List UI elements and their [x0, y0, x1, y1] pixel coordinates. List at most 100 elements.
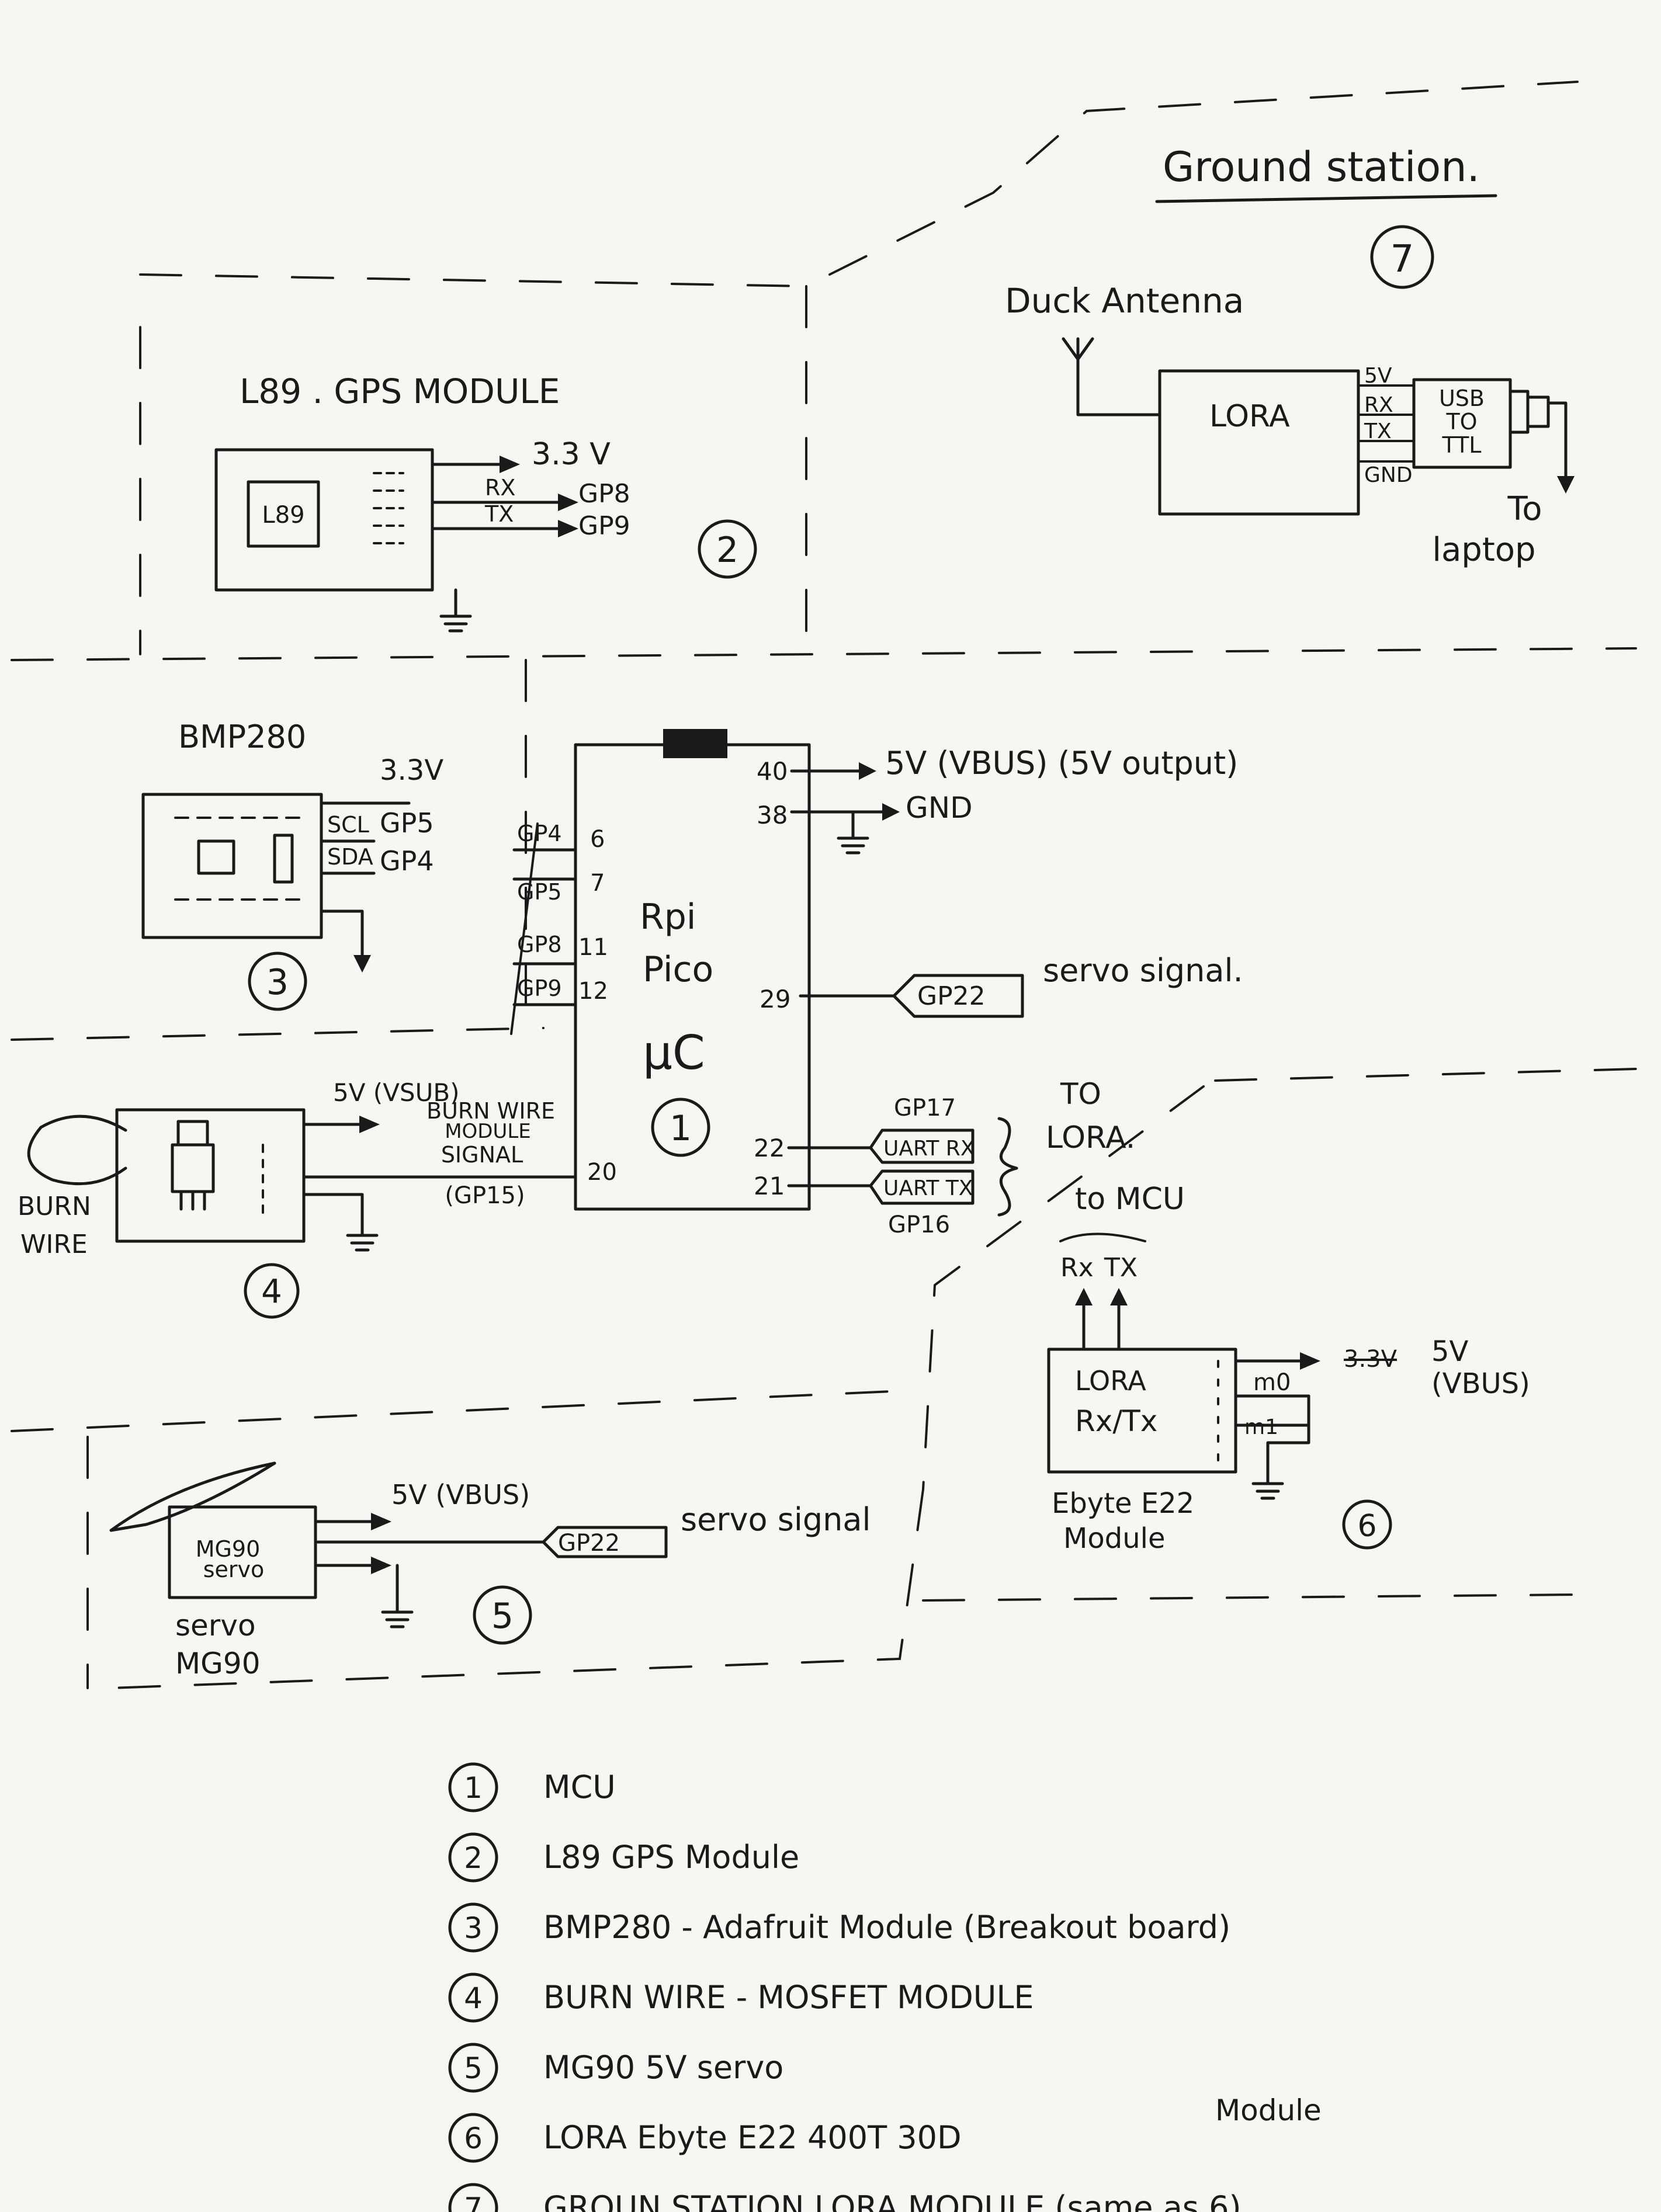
bmp-sda-pin: GP4: [380, 845, 434, 877]
number-circle-3: [248, 952, 307, 1011]
usb-label-2: TO: [1445, 409, 1477, 435]
legend-text-3: BMP280 - Adafruit Module (Breakout board…: [543, 1909, 1230, 1946]
servo-gp22-tag: [542, 1526, 668, 1558]
gps-vcc-label: 3.3 V: [532, 437, 611, 472]
bmp-scl-label: SCL: [327, 812, 369, 838]
gps-header-pins: [373, 472, 404, 544]
burn-signal-pin: (GP15): [445, 1182, 525, 1209]
legend-text-4: BURN WIRE - MOSFET MODULE: [543, 1979, 1034, 2016]
gnd-arrow: [882, 803, 900, 821]
mosfet-body-icon: [171, 1143, 215, 1193]
servo-ground-arrow: [371, 1557, 391, 1574]
mosfet-legs-icon: [179, 1190, 206, 1211]
legend-text-6: LORA Ebyte E22 400T 30D: [543, 2119, 962, 2156]
lora-vbus-label-1: 5V: [1431, 1335, 1469, 1368]
legend-text-5: MG90 5V servo: [543, 2049, 783, 2086]
pico-pin-gp5: GP5: [517, 879, 562, 905]
bmp-sensor-icon: [197, 839, 235, 875]
ground-station-title: Ground station.: [1163, 143, 1480, 191]
l89-chip: [247, 480, 320, 548]
servo-gp22-label: GP22: [558, 1530, 620, 1557]
lora-vbus-arrow: [1300, 1352, 1320, 1370]
legend-number-1: 1: [464, 1771, 483, 1805]
servo-power-label: 5V (VBUS): [391, 1479, 530, 1510]
legend-number-circle-2: [448, 1832, 498, 1883]
servo-ground-icon: [314, 1564, 414, 1628]
lora-struck-label: 3.3V: [1344, 1346, 1398, 1373]
pico-pin-21: 21: [754, 1172, 785, 1200]
gps-ground-icon: [439, 588, 472, 633]
lora-section-top-border: [1214, 1068, 1637, 1082]
burn-power-arrow: [359, 1116, 380, 1133]
burn-board: [115, 1108, 306, 1243]
pico-pin-20: 20: [587, 1159, 617, 1186]
servo-name-2: MG90: [175, 1647, 261, 1680]
pico-pin-22: 22: [754, 1134, 785, 1162]
servo-body-label-1: MG90: [196, 1536, 261, 1562]
pico-label-uc: μC: [643, 1026, 705, 1080]
number-circle-5: [473, 1585, 532, 1645]
vbus-label: 5V (VBUS) (5V output): [885, 745, 1238, 782]
gp17-label: GP17: [894, 1095, 956, 1121]
to-mcu-brace: [1059, 1232, 1146, 1242]
legend-number-4: 4: [464, 1981, 483, 2015]
bmp-title: BMP280: [178, 718, 306, 755]
legend-number-2: 2: [464, 1841, 483, 1875]
bmp-scl-pin: GP5: [380, 807, 434, 839]
lora-tx-label: TX: [1104, 1253, 1138, 1283]
gp22-tag-label: GP22: [917, 981, 986, 1011]
number-label-7: 7: [1390, 238, 1414, 281]
antenna-label: Duck Antenna: [1005, 281, 1244, 321]
pico-pin-29: 29: [760, 985, 790, 1013]
number-label-4: 4: [261, 1273, 282, 1311]
bmp-ground-wire: [320, 909, 364, 960]
pico-pin-38: 38: [757, 801, 788, 829]
bmp-sda-label: SDA: [327, 844, 373, 870]
number-label-1: 1: [670, 1108, 692, 1149]
ground-pin-rx: RX: [1364, 393, 1393, 417]
gp16-label: GP16: [888, 1211, 950, 1238]
legend-number-circle-3: [448, 1902, 498, 1953]
number-circle-2: [698, 519, 757, 579]
to-lora-label-2: LORA.: [1046, 1120, 1135, 1155]
uart-tx-tag: [869, 1169, 975, 1205]
bmp-pin-header: [273, 834, 294, 884]
burn-wire-label-1: BURN: [18, 1192, 91, 1221]
bmp-board: [141, 793, 323, 939]
gps-rx-pin: GP8: [578, 479, 630, 509]
servo-signal-text: servo signal: [681, 1501, 871, 1538]
uart-rx-label: UART RX: [883, 1137, 975, 1161]
ground-lora-label: LORA: [1209, 399, 1290, 434]
pico-ground-icon: [837, 810, 869, 855]
to-lora-brace: [997, 1117, 1018, 1217]
legend-text-7: GROUN STATION LORA MODULE (same as 6): [543, 2189, 1242, 2212]
number-label-5: 5: [491, 1596, 514, 1637]
bmp-burn-divider: [11, 1027, 545, 1041]
lora-box-label-2: Rx/Tx: [1075, 1404, 1157, 1438]
legend-number-circle-6: [448, 2113, 498, 2163]
gps-rx-arrow: [558, 494, 578, 511]
to-label: To: [1507, 490, 1542, 528]
gps-section-top-border: [139, 273, 807, 287]
lora-m0-label: m0: [1253, 1369, 1291, 1396]
ground-pin-5v: 5V: [1364, 364, 1392, 388]
gps-tx-arrow: [558, 520, 578, 537]
number-label-3: 3: [266, 962, 289, 1003]
servo-section-top-border: [11, 1389, 918, 1432]
lora-section-diagonal-border: [922, 1085, 1205, 1491]
legend-text-1: MCU: [543, 1769, 616, 1805]
title-underline: [1155, 194, 1497, 203]
burn-signal-label-3: SIGNAL: [441, 1142, 523, 1168]
lora-tx-arrow: [1110, 1288, 1128, 1305]
usb-port-icon: [663, 729, 727, 758]
usb-label-3: TTL: [1442, 432, 1482, 458]
bmp-ground-arrow: [353, 955, 371, 973]
vbus-arrow: [859, 762, 876, 780]
burn-signal-label-1: BURN WIRE: [426, 1098, 555, 1124]
mosfet-tab-icon: [176, 1120, 209, 1147]
legend-number-5: 5: [464, 2051, 483, 2085]
number-label-2: 2: [716, 530, 738, 571]
ground-lora-box: [1158, 369, 1360, 516]
